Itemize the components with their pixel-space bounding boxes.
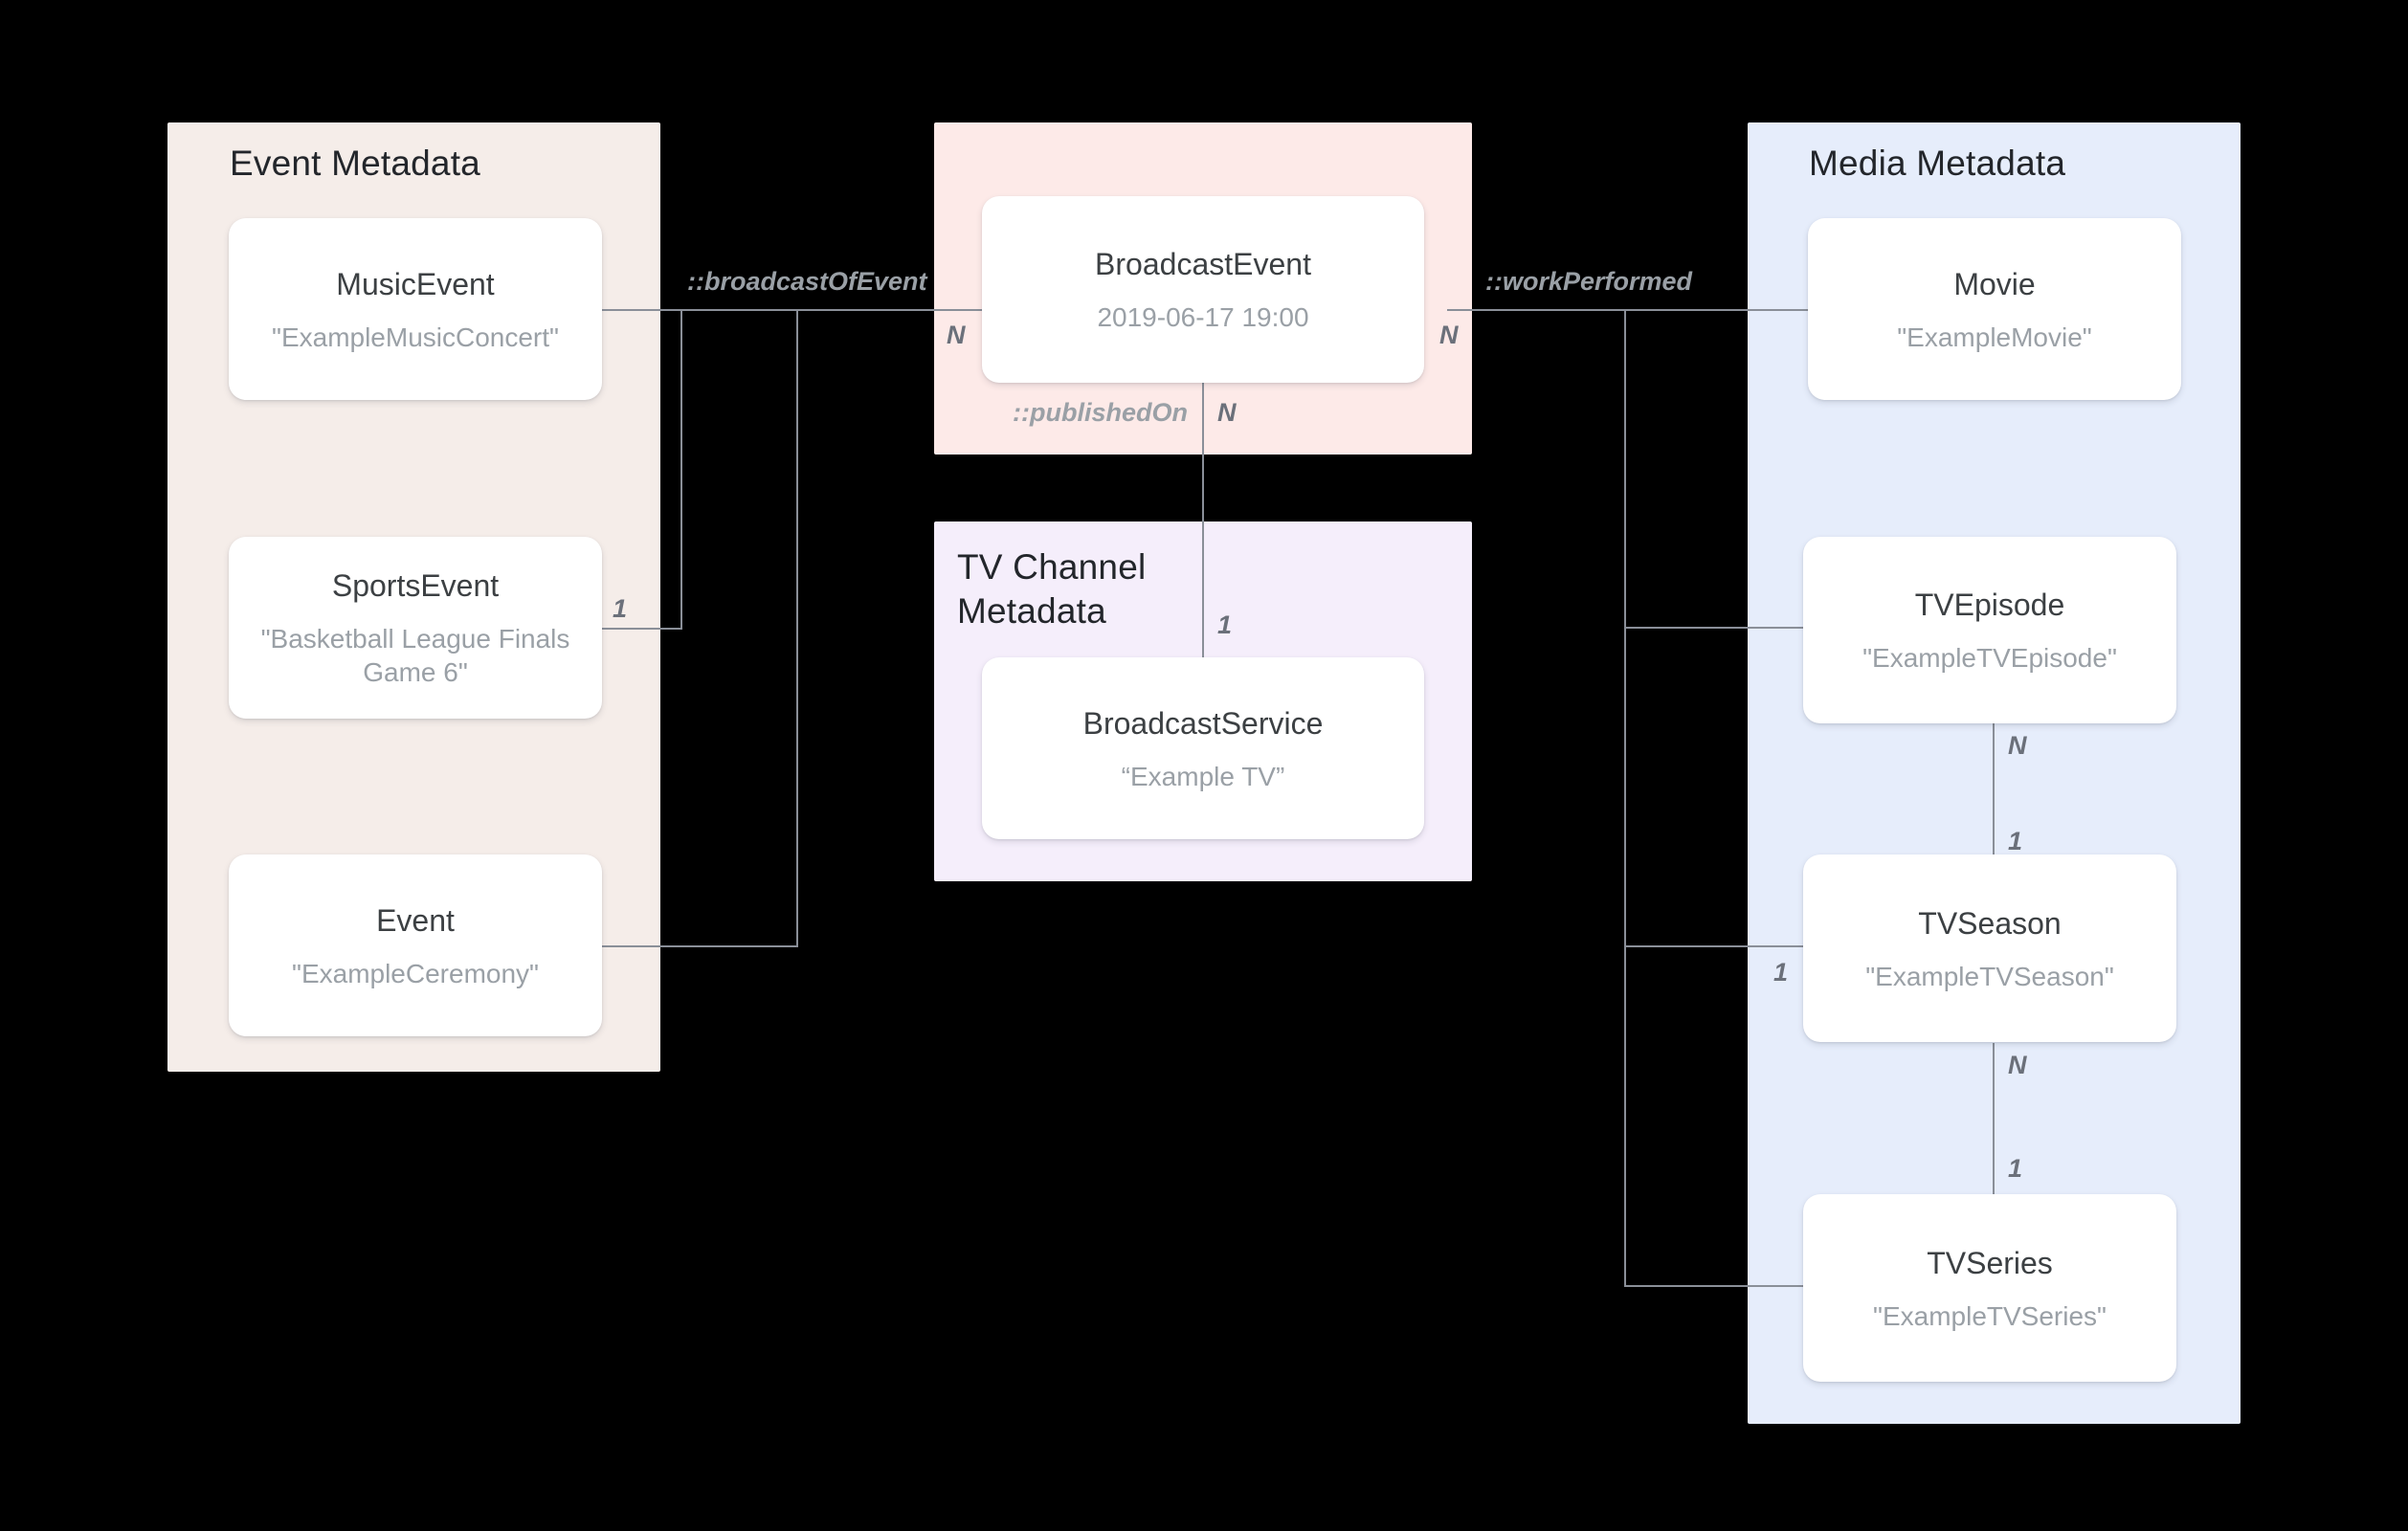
edge-media-to-tv-series	[1624, 1285, 1803, 1287]
multiplicity-broadcast-event-right-n: N	[1439, 321, 1459, 349]
multiplicity-tv-series-1: 1	[2008, 1154, 2023, 1183]
node-tv-episode[interactable]: TVEpisode "ExampleTVEpisode"	[1803, 537, 2176, 723]
edge-broadcast-of-event	[680, 309, 984, 311]
relation-label-published-on: ::publishedOn	[1013, 398, 1188, 427]
node-tv-season-value: "ExampleTVSeason"	[1865, 961, 2114, 991]
panel-title-media-metadata: Media Metadata	[1809, 144, 2066, 183]
edge-tv-season-to-tv-series	[1993, 1043, 1995, 1221]
node-sports-event-type: SportsEvent	[331, 568, 500, 603]
multiplicity-tv-episode-n: N	[2008, 731, 2027, 760]
node-sports-event-value: "Basketball League Finals Game 6"	[260, 624, 570, 687]
edge-bus-left-outer	[796, 309, 798, 947]
node-tv-series-type: TVSeries	[1927, 1245, 2053, 1280]
node-music-event-type: MusicEvent	[336, 266, 495, 301]
node-tv-series-value: "ExampleTVSeries"	[1873, 1300, 2107, 1331]
edge-published-on	[1202, 383, 1204, 657]
node-sports-event[interactable]: SportsEvent "Basketball League Finals Ga…	[229, 537, 602, 719]
multiplicity-media-group-1: 1	[1773, 958, 1789, 987]
node-event[interactable]: Event "ExampleCeremony"	[229, 854, 602, 1036]
edge-music-event-stub	[600, 309, 681, 311]
edge-work-performed-stub	[1447, 309, 1625, 311]
node-tv-season[interactable]: TVSeason "ExampleTVSeason"	[1803, 854, 2176, 1042]
node-movie[interactable]: Movie "ExampleMovie"	[1808, 218, 2181, 400]
edge-media-to-movie	[1624, 309, 1808, 311]
multiplicity-broadcast-event-left-n: N	[947, 321, 966, 349]
multiplicity-published-on-1: 1	[1217, 610, 1233, 639]
node-tv-episode-type: TVEpisode	[1914, 588, 2065, 622]
node-music-event-value: "ExampleMusicConcert"	[272, 322, 559, 352]
edge-media-to-tv-season	[1624, 945, 1803, 947]
edge-tv-episode-to-tv-season	[1993, 723, 1995, 900]
edge-bus-left-inner	[680, 309, 682, 630]
node-event-value: "ExampleCeremony"	[292, 958, 539, 988]
node-broadcast-event-type: BroadcastEvent	[1095, 247, 1311, 281]
relation-label-work-performed: ::workPerformed	[1485, 267, 1693, 296]
multiplicity-tv-season-1: 1	[2008, 827, 2023, 855]
node-tv-episode-value: "ExampleTVEpisode"	[1862, 643, 2117, 673]
node-tv-season-type: TVSeason	[1918, 905, 2062, 941]
node-broadcast-service[interactable]: BroadcastService “Example TV”	[982, 657, 1424, 839]
multiplicity-sports-event-1: 1	[613, 594, 628, 623]
relation-label-broadcast-of-event: ::broadcastOfEvent	[687, 267, 927, 296]
node-broadcast-event[interactable]: BroadcastEvent 2019-06-17 19:00	[982, 196, 1424, 383]
edge-bus-media	[1624, 309, 1626, 1287]
node-music-event[interactable]: MusicEvent "ExampleMusicConcert"	[229, 218, 602, 400]
node-broadcast-service-type: BroadcastService	[1082, 705, 1324, 741]
node-event-type: Event	[376, 902, 455, 938]
multiplicity-tv-season-n: N	[2008, 1051, 2027, 1079]
edge-event-stub	[600, 945, 798, 947]
node-movie-type: Movie	[1953, 266, 2036, 301]
panel-title-tv-channel-metadata: TV Channel Metadata	[957, 547, 1147, 631]
node-broadcast-service-value: “Example TV”	[1121, 761, 1285, 791]
edge-media-to-tv-episode	[1624, 627, 1803, 629]
multiplicity-published-on-n: N	[1217, 398, 1237, 427]
node-tv-series[interactable]: TVSeries "ExampleTVSeries"	[1803, 1194, 2176, 1382]
node-movie-value: "ExampleMovie"	[1897, 322, 2092, 352]
node-broadcast-event-value: 2019-06-17 19:00	[1097, 302, 1309, 332]
panel-title-event-metadata: Event Metadata	[230, 144, 480, 183]
edge-sports-event-stub	[600, 628, 681, 630]
